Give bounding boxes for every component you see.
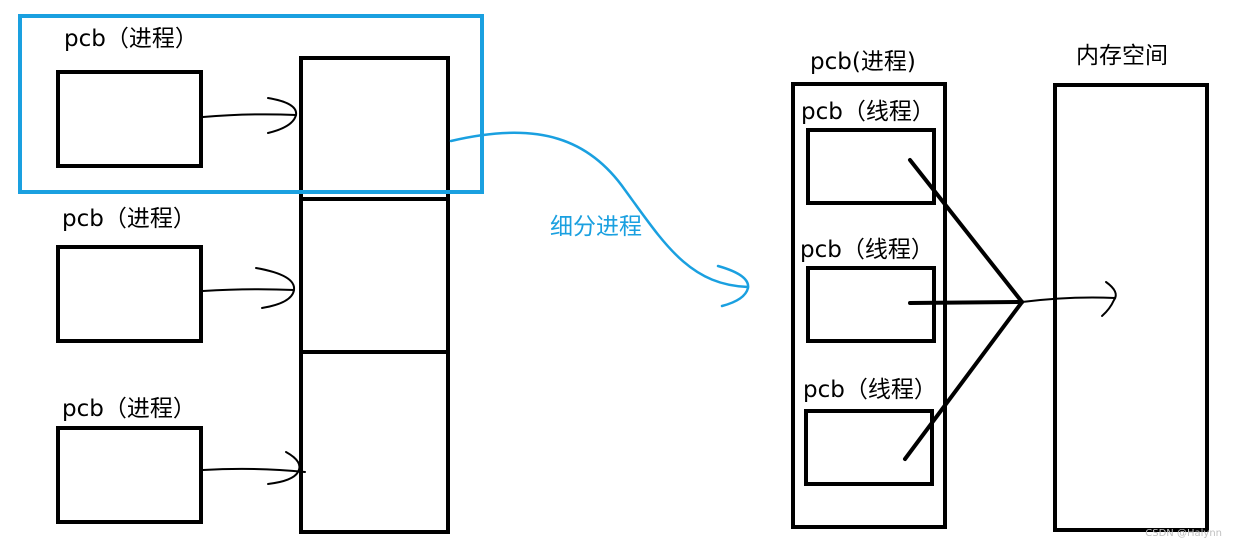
left-pcb-box-1 (56, 70, 203, 168)
thread-box-3 (804, 409, 934, 486)
thread-line-3 (903, 300, 1024, 461)
arrow-caption: 细分进程 (550, 214, 642, 240)
left-pcb-box-2 (56, 245, 203, 343)
left-memory-column (299, 56, 450, 534)
highlight-box (18, 14, 484, 194)
left-pcb-label-2: pcb（进程） (62, 206, 196, 232)
thread-label-2: pcb（线程） (800, 237, 934, 263)
subdivide-arrow (449, 131, 750, 308)
pcb-to-memory-arrow-2 (202, 267, 296, 309)
thread-line-1 (908, 158, 1024, 304)
left-pcb-label-1: pcb（进程） (64, 26, 198, 52)
thread-label-3: pcb（线程） (803, 377, 937, 403)
thread-line-2 (908, 300, 1024, 305)
thread-label-1: pcb（线程） (801, 99, 935, 125)
right-pcb-process-label: pcb(进程) (810, 49, 916, 75)
threads-to-memory-arrow (1021, 281, 1117, 317)
left-pcb-box-3 (56, 426, 203, 524)
pcb-to-memory-arrow-3 (202, 451, 306, 485)
watermark: CSDN @Halynn (1145, 528, 1222, 539)
left-pcb-label-3: pcb（进程） (62, 396, 196, 422)
pcb-to-memory-arrow-1 (202, 97, 298, 134)
memory-space-box (1053, 83, 1209, 532)
memory-space-label: 内存空间 (1076, 43, 1168, 69)
right-pcb-container (791, 82, 947, 529)
thread-box-1 (806, 128, 936, 205)
